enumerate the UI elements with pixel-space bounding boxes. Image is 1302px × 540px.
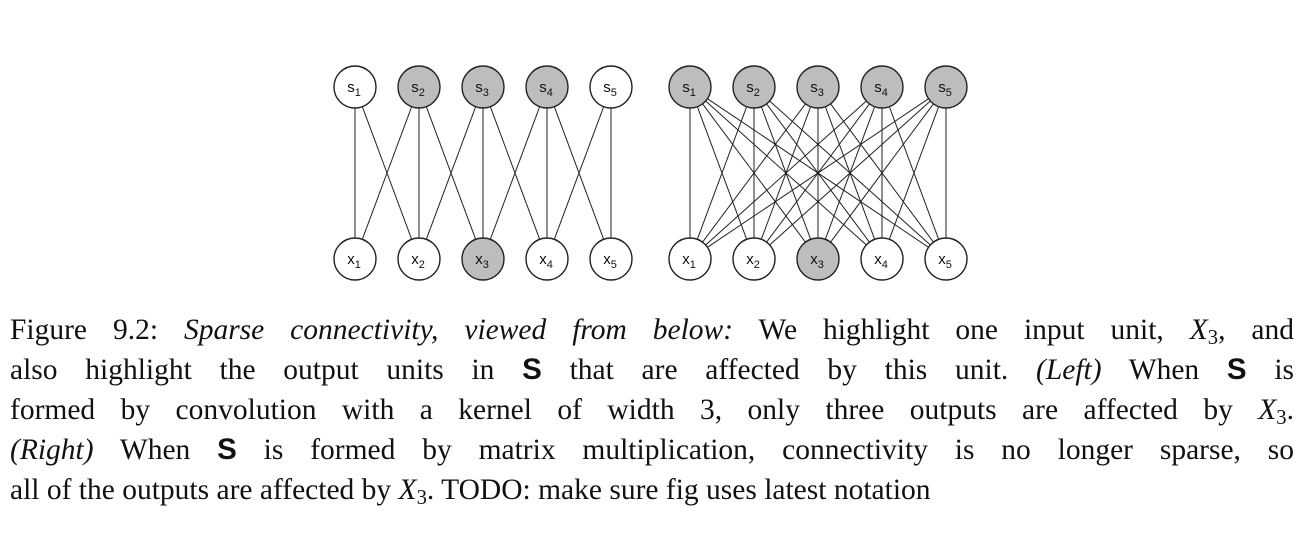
bold-s: S xyxy=(217,433,237,466)
left-edges xyxy=(354,106,612,240)
left-label: (Left) xyxy=(1036,354,1102,386)
connectivity-figure: s1 s2 s3 s4 s5 x1 x2 x3 x4 x5 s1 s2 s3 s4 s5 x1 x2 x3 x4 x… xyxy=(333,65,968,281)
edge-x5-s1 xyxy=(707,98,929,248)
node-circle xyxy=(397,237,441,281)
right-edges xyxy=(689,98,947,248)
right-output-node-s3: s3 xyxy=(796,65,840,109)
right-panel-dense: s1 s2 s3 s4 s5 x1 x2 x3 x4 x5 xyxy=(668,65,968,281)
node-circle xyxy=(796,65,840,109)
left-input-node-x3: x3 xyxy=(461,237,505,281)
right-output-node-s5: s5 xyxy=(924,65,968,109)
edge-x5-s4 xyxy=(888,106,940,240)
node-circle xyxy=(860,65,904,109)
caption-title: Sparse connectivity, viewed from below: xyxy=(183,314,734,346)
var-x: X xyxy=(1189,314,1208,346)
node-circle xyxy=(732,65,776,109)
node-circle xyxy=(924,237,968,281)
left-output-node-s4: s4 xyxy=(525,65,569,109)
node-circle xyxy=(461,65,505,109)
node-circle xyxy=(525,237,569,281)
right-input-node-x2: x2 xyxy=(732,237,776,281)
node-circle xyxy=(397,65,441,109)
node-circle xyxy=(525,65,569,109)
caption-line-1: Figure 9.2: Sparse connectivity, viewed … xyxy=(10,314,1294,350)
left-input-node-x5: x5 xyxy=(589,237,633,281)
edge-x3-s2 xyxy=(425,106,477,240)
node-circle xyxy=(924,65,968,109)
node-circle xyxy=(796,237,840,281)
edge-x4-s3 xyxy=(489,106,541,240)
node-circle xyxy=(668,65,712,109)
var-x: X xyxy=(398,474,417,506)
right-label: (Right) xyxy=(10,434,94,466)
node-circle xyxy=(668,237,712,281)
figure-caption: Figure 9.2: Sparse connectivity, viewed … xyxy=(10,310,1294,510)
left-panel-sparse: s1 s2 s3 s4 s5 x1 x2 x3 x4 x5 xyxy=(333,65,633,281)
bold-s: S xyxy=(522,353,542,386)
left-output-node-s5: s5 xyxy=(589,65,633,109)
right-input-node-x3: x3 xyxy=(796,237,840,281)
node-circle xyxy=(461,237,505,281)
edge-x2-s1 xyxy=(696,106,748,240)
edge-x3-s1 xyxy=(702,103,806,243)
left-output-node-s1: s1 xyxy=(333,65,377,109)
edge-x5-s3 xyxy=(830,103,934,243)
left-output-node-s2: s2 xyxy=(397,65,441,109)
edge-x4-s1 xyxy=(705,100,867,246)
left-input-node-x4: x4 xyxy=(525,237,569,281)
right-output-node-s4: s4 xyxy=(860,65,904,109)
edge-x5-s4 xyxy=(553,106,605,240)
caption-line-2: also highlight the output units in S tha… xyxy=(10,353,1294,386)
node-circle xyxy=(589,65,633,109)
node-circle xyxy=(860,237,904,281)
caption-line-5: all of the outputs are affected by X3. T… xyxy=(10,474,931,510)
node-circle xyxy=(333,65,377,109)
left-input-node-x1: x1 xyxy=(333,237,377,281)
bold-s: S xyxy=(1226,353,1247,386)
edge-x5-s2 xyxy=(769,100,931,246)
caption-line-3: formed by convolution with a kernel of w… xyxy=(10,394,1294,430)
right-input-node-x1: x1 xyxy=(668,237,712,281)
left-output-node-s3: s3 xyxy=(461,65,505,109)
node-circle xyxy=(333,237,377,281)
caption-line-4: (Right) When S is formed by matrix multi… xyxy=(10,433,1295,466)
edge-x2-s1 xyxy=(361,106,413,240)
left-input-node-x2: x2 xyxy=(397,237,441,281)
node-circle xyxy=(589,237,633,281)
right-input-node-x5: x5 xyxy=(924,237,968,281)
var-x: X xyxy=(1258,394,1277,426)
figure-number: Figure 9.2: xyxy=(10,314,184,346)
right-input-node-x4: x4 xyxy=(860,237,904,281)
right-output-node-s1: s1 xyxy=(668,65,712,109)
right-output-node-s2: s2 xyxy=(732,65,776,109)
node-circle xyxy=(732,237,776,281)
